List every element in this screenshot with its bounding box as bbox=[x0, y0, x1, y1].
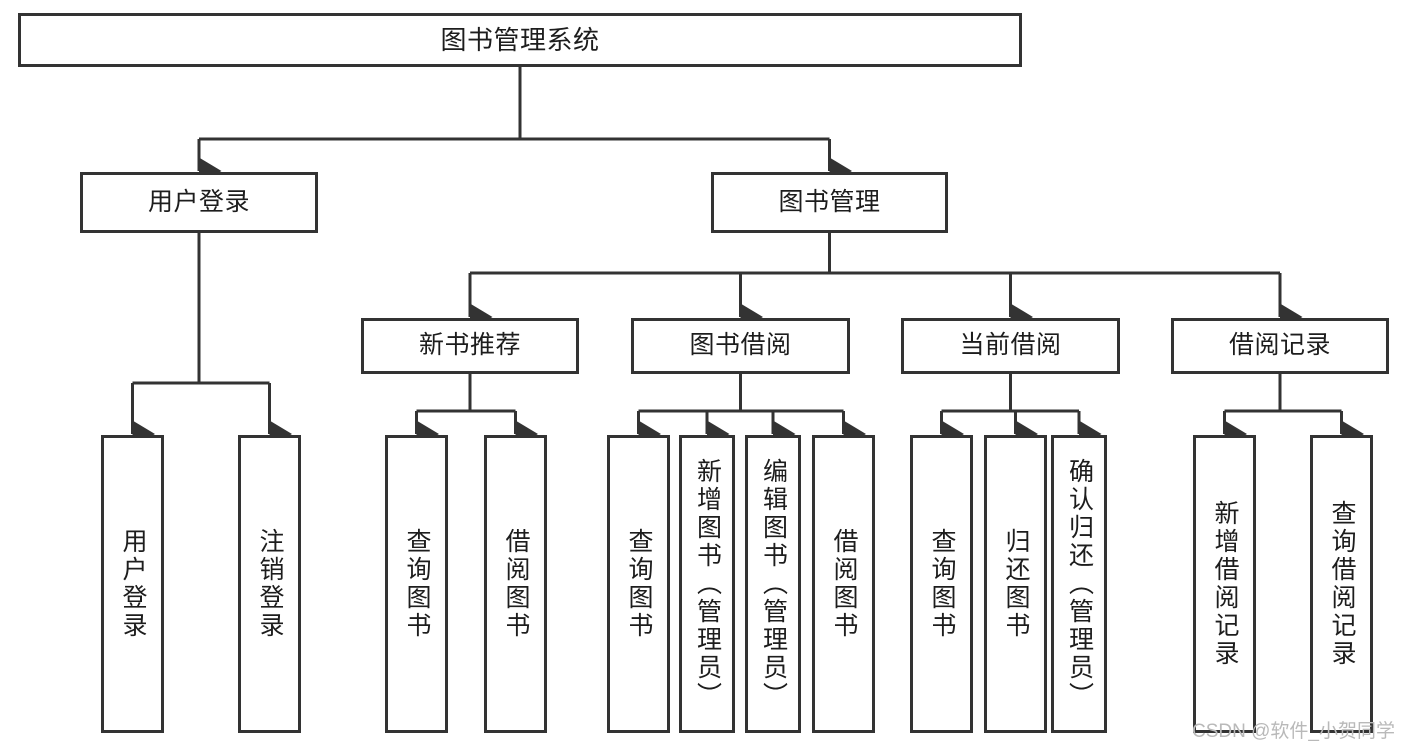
node-borrow-record-label: 借阅记录 bbox=[1228, 331, 1331, 360]
node-book-borrow-label: 图书借阅 bbox=[689, 331, 792, 360]
node-root[interactable]: 图书管理系统 bbox=[18, 13, 1022, 67]
node-leaf-user-login-label: 用户登录 bbox=[119, 528, 147, 640]
node-borrow-record[interactable]: 借阅记录 bbox=[1171, 318, 1389, 374]
node-root-label: 图书管理系统 bbox=[440, 24, 600, 55]
node-leaf-logout-label: 注销登录 bbox=[256, 528, 284, 640]
node-leaf-edit-book-label: 编辑图书（管理员） bbox=[759, 458, 788, 710]
node-new-book-recommend-label: 新书推荐 bbox=[418, 331, 521, 360]
node-leaf-logout[interactable]: 注销登录 bbox=[238, 435, 301, 733]
node-leaf-add-record[interactable]: 新增借阅记录 bbox=[1193, 435, 1256, 733]
node-leaf-borrow-book-1-label: 借阅图书 bbox=[502, 528, 530, 640]
node-leaf-return-book-label: 归还图书 bbox=[1002, 528, 1030, 640]
node-user-login[interactable]: 用户登录 bbox=[80, 172, 318, 233]
node-leaf-return-book[interactable]: 归还图书 bbox=[984, 435, 1047, 733]
csdn-watermark: CSDN @软件_小贺同学 bbox=[1192, 721, 1395, 742]
node-leaf-user-login[interactable]: 用户登录 bbox=[101, 435, 164, 733]
node-book-manage[interactable]: 图书管理 bbox=[711, 172, 948, 233]
node-leaf-borrow-book-2[interactable]: 借阅图书 bbox=[812, 435, 875, 733]
node-leaf-query-record[interactable]: 查询借阅记录 bbox=[1310, 435, 1373, 733]
node-book-borrow[interactable]: 图书借阅 bbox=[631, 318, 850, 374]
node-current-borrow-label: 当前借阅 bbox=[959, 331, 1062, 360]
node-leaf-query-book-2-label: 查询图书 bbox=[625, 528, 653, 640]
node-user-login-label: 用户登录 bbox=[147, 187, 250, 216]
node-current-borrow[interactable]: 当前借阅 bbox=[901, 318, 1120, 374]
node-leaf-query-record-label: 查询借阅记录 bbox=[1328, 500, 1356, 668]
node-leaf-edit-book[interactable]: 编辑图书（管理员） bbox=[745, 435, 801, 733]
node-leaf-borrow-book-1[interactable]: 借阅图书 bbox=[484, 435, 547, 733]
node-leaf-query-book-2[interactable]: 查询图书 bbox=[607, 435, 670, 733]
node-leaf-confirm-return[interactable]: 确认归还（管理员） bbox=[1051, 435, 1107, 733]
node-leaf-add-record-label: 新增借阅记录 bbox=[1211, 500, 1239, 668]
node-leaf-query-book-3[interactable]: 查询图书 bbox=[910, 435, 973, 733]
node-leaf-borrow-book-2-label: 借阅图书 bbox=[830, 528, 858, 640]
node-leaf-add-book[interactable]: 新增图书（管理员） bbox=[679, 435, 735, 733]
node-leaf-add-book-label: 新增图书（管理员） bbox=[693, 458, 722, 710]
node-book-manage-label: 图书管理 bbox=[778, 187, 881, 216]
node-leaf-query-book-3-label: 查询图书 bbox=[928, 528, 956, 640]
node-leaf-confirm-return-label: 确认归还（管理员） bbox=[1065, 458, 1094, 710]
node-leaf-query-book-1-label: 查询图书 bbox=[403, 528, 431, 640]
node-leaf-query-book-1[interactable]: 查询图书 bbox=[385, 435, 448, 733]
node-new-book-recommend[interactable]: 新书推荐 bbox=[361, 318, 579, 374]
